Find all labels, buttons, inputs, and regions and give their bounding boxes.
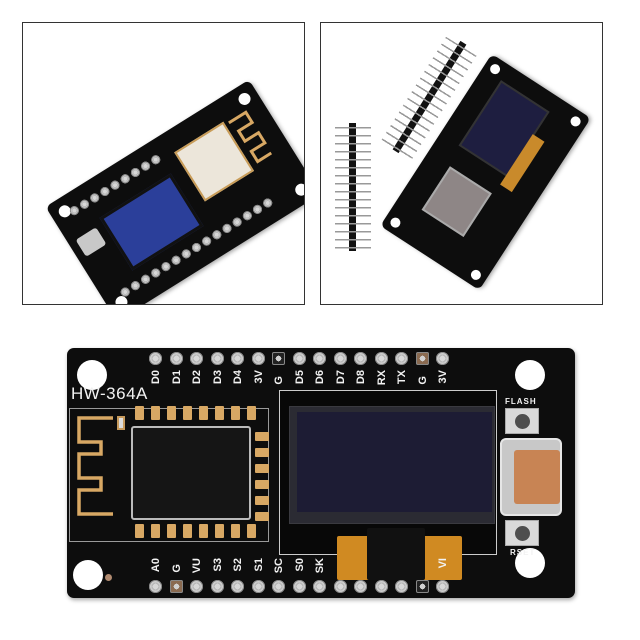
pin-label: D5 xyxy=(294,370,306,385)
mount-hole xyxy=(488,62,502,77)
mount-hole xyxy=(568,114,583,129)
pin-label: 3V xyxy=(253,370,265,384)
reset-button[interactable] xyxy=(505,520,539,546)
pin-label: D6 xyxy=(314,370,326,385)
mount-hole xyxy=(469,267,483,282)
pin-label: G xyxy=(171,564,183,573)
esp8266-module xyxy=(131,426,251,520)
pin-label: D8 xyxy=(355,370,367,385)
pin-label: SC xyxy=(273,558,285,574)
pin-label: D0 xyxy=(150,370,162,385)
mount-hole xyxy=(388,215,403,230)
pin-label: G xyxy=(417,376,429,385)
pin-label: D2 xyxy=(191,370,203,385)
product-photo-angled xyxy=(22,22,305,305)
mount-hole xyxy=(73,560,103,590)
pin-label: 3V xyxy=(437,370,449,384)
mount-hole xyxy=(515,548,545,578)
usb-c-port xyxy=(75,227,107,257)
flash-button[interactable] xyxy=(505,408,539,434)
antenna-trace-icon xyxy=(228,110,273,164)
mount-hole xyxy=(77,360,107,390)
fiducial-dot xyxy=(105,574,112,581)
pin-label: S0 xyxy=(294,558,306,572)
pin-label: SK xyxy=(314,558,326,574)
dev-board-angled xyxy=(45,79,304,304)
pin-label: RX xyxy=(376,370,388,386)
pin-label: S3 xyxy=(212,558,224,572)
board-model-label: HW-364A xyxy=(71,384,148,403)
flex-cable-cover xyxy=(367,528,425,580)
mount-hole xyxy=(292,181,304,198)
reset-button-label: RSET xyxy=(510,548,536,557)
pin-label: D3 xyxy=(212,370,224,385)
mount-hole xyxy=(236,90,253,108)
usb-c-port[interactable] xyxy=(500,438,562,516)
dev-board-top-view: HW-364A D0 D1 D2 D3 D4 3V G D5 D6 D7 D8 … xyxy=(67,348,575,598)
antenna-trace-icon xyxy=(77,416,113,516)
product-photo-with-headers xyxy=(320,22,603,305)
pin-label: VU xyxy=(191,558,203,574)
esp-module-shield xyxy=(421,166,492,238)
led-indicator xyxy=(117,416,125,430)
pin-label: S2 xyxy=(232,558,244,572)
flash-button-label: FLASH xyxy=(505,397,537,406)
pin-label: A0 xyxy=(150,558,162,573)
oled-screen xyxy=(297,412,492,512)
pin-label: TX xyxy=(396,370,408,385)
pin-label: VI xyxy=(437,558,449,569)
mount-hole xyxy=(515,360,545,390)
pin-label: S1 xyxy=(253,558,265,572)
pin-label: D1 xyxy=(171,370,183,385)
oled-screen xyxy=(458,80,550,178)
pin-header-pins xyxy=(335,127,371,249)
pin-label: D4 xyxy=(232,370,244,385)
pin-label: G xyxy=(273,376,285,385)
pin-label: D7 xyxy=(335,370,347,385)
